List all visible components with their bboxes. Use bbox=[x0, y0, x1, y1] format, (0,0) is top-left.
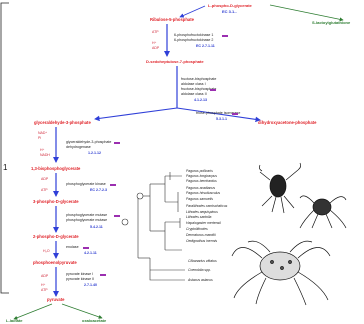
taxon-label: Dermaturus mandtii bbox=[186, 233, 216, 237]
metabolite-pyruvate: pyruvate bbox=[47, 297, 65, 302]
enzyme-e5-ec: EC 2.7.2.3 bbox=[90, 188, 107, 192]
taxon-label: Clibanarius vittatus bbox=[188, 259, 217, 263]
enzyme-e5-marker bbox=[110, 184, 116, 186]
cofactor-atp-1: ATP bbox=[152, 30, 159, 34]
cofactor-nadh-4: NADH bbox=[40, 153, 50, 157]
enzyme-e7-marker bbox=[83, 247, 89, 249]
taxon-label: Pagurus acadianus bbox=[186, 186, 215, 190]
taxon-label: Lithodes aequispinus bbox=[186, 210, 218, 214]
cofactor-atp-5: ATP bbox=[41, 188, 48, 192]
metabolite-lactate: L-lactate bbox=[6, 318, 23, 323]
left-bracket bbox=[0, 2, 9, 294]
enzyme-e2-marker bbox=[210, 89, 216, 91]
metabolite-ribulose5p: Ribulose-5-phosphate bbox=[150, 17, 195, 22]
enzyme-e1-line1: 6-phosphofructokinase 1 bbox=[174, 33, 213, 37]
hermit-crab-illustration bbox=[258, 162, 302, 214]
arrow-top-right bbox=[269, 4, 344, 22]
enzyme-e2-line4: aldolase class II bbox=[181, 92, 207, 96]
enzyme-e1-marker bbox=[222, 35, 228, 37]
enzyme-e3-ec: 5.3.1.1 bbox=[216, 117, 227, 121]
arrow-branch-right bbox=[61, 303, 103, 319]
enzyme-e3: triose-phosphate isomerase bbox=[196, 111, 240, 115]
metabolite-lactoylglutathione: S-lactoylglutathione bbox=[312, 20, 351, 25]
enzyme-e6-marker bbox=[114, 215, 120, 217]
taxon-label: Pagurus longicarpus bbox=[186, 174, 217, 178]
taxon-label: Pagurus samuelis bbox=[186, 197, 213, 201]
enzyme-e8-line1: pyruvate kinase I bbox=[66, 272, 93, 276]
enzyme-e2-line3: fructose-bisphosphate bbox=[181, 87, 216, 91]
cofactor-h2o-7: H₂O bbox=[43, 249, 50, 253]
taxon-label: Cryptolithodes bbox=[186, 227, 208, 231]
metabolite-bpg13: 1,3-bisphosphoglycerate bbox=[31, 166, 81, 171]
arrow-top-left bbox=[179, 5, 206, 18]
taxon-label: Oedignathus inermis bbox=[186, 239, 217, 243]
enzyme-e4-ec: 1.2.1.12 bbox=[88, 151, 101, 155]
metabolite-pep: phosphoenolpyruvate bbox=[33, 260, 77, 265]
phylogeny-tree bbox=[137, 172, 185, 281]
enzyme-e6-ec: 5.4.2.11 bbox=[90, 225, 103, 229]
taxon-label: Pagurus hirsutiusculus bbox=[186, 191, 220, 195]
enzyme-e4-line2: dehydrogenase bbox=[66, 145, 91, 149]
cofactor-atp-8: ATP bbox=[41, 288, 48, 292]
cofactor-adp-5: ADP bbox=[41, 177, 49, 181]
enzyme-e6-line2: phosphoglycerate mutase bbox=[66, 218, 107, 222]
cofactor-h-4: H⁺ bbox=[40, 148, 45, 152]
enzyme-e7: enolase bbox=[66, 245, 79, 249]
taxon-label: Hapalogaster mertensii bbox=[186, 221, 221, 225]
enzyme-e8-line2: pyruvate kinase II bbox=[66, 277, 94, 281]
node-marker-b bbox=[121, 218, 129, 226]
arrow-split-right bbox=[176, 107, 261, 123]
enzyme-e3-marker bbox=[232, 113, 238, 115]
enzyme-e2-ec: 4.1.2.13 bbox=[194, 98, 207, 102]
enzyme-e2-line1: fructose-bisphosphate bbox=[181, 77, 216, 81]
inset-background bbox=[123, 166, 364, 312]
ec-top: EC 3.1.- bbox=[222, 9, 237, 14]
taxon-label: Pagurus pollicaris bbox=[186, 169, 213, 173]
enzyme-e4-line1: glyceraldehyde-3-phosphate bbox=[66, 140, 111, 144]
enzyme-e4-marker bbox=[114, 142, 120, 144]
cofactor-pi-4: Pi bbox=[38, 136, 41, 140]
enzyme-e5: phosphoglycerate kinase bbox=[66, 182, 106, 186]
metabolite-dhap: dihydroxyacetone-phosphate bbox=[258, 120, 317, 125]
cofactor-adp-8: ADP bbox=[41, 274, 49, 278]
metabolite-pg2: 2-phospho-D-glycerate bbox=[33, 234, 79, 239]
node-marker-a bbox=[136, 192, 144, 200]
enzyme-e8-ec: 2.7.1.40 bbox=[84, 283, 97, 287]
metabolite-top: L-phospho-D-glycerate bbox=[208, 3, 253, 8]
taxon-label: Lithodes santolla bbox=[186, 215, 212, 219]
cofactor-adp-1: ADP bbox=[152, 46, 160, 50]
metabolite-oxaloacetate: oxaloacetate bbox=[82, 318, 107, 323]
cofactor-h-8: H⁺ bbox=[41, 283, 46, 287]
phylogeny-inset: Pagurus pollicaris Pagurus longicarpus P… bbox=[121, 162, 364, 312]
cofactor-h-1: H⁺ bbox=[152, 41, 157, 45]
arrow-branch-left bbox=[13, 303, 53, 320]
metabolite-g3p: glyceraldehyde-3-phosphate bbox=[34, 120, 91, 125]
metabolite-pg3: 3-phospho-D-glycerate bbox=[33, 199, 79, 204]
arrow-split-left bbox=[94, 107, 178, 122]
cofactor-nad-4: NAD⁺ bbox=[38, 131, 47, 135]
taxon-label: Astacus astacus bbox=[187, 278, 213, 282]
enzyme-e2-line2: aldolase class I bbox=[181, 82, 206, 86]
enzyme-e1-line2: 6-phosphofructokinase 2 bbox=[174, 38, 213, 42]
king-crab-illustration bbox=[299, 195, 347, 229]
taxon-label: Coenobita spp. bbox=[188, 268, 211, 272]
enzyme-e6-line1: phosphoglycerate mutase bbox=[66, 213, 107, 217]
enzyme-e1-ec: EC 2.7.1.11 bbox=[196, 44, 215, 48]
spider-crab-illustration bbox=[231, 240, 331, 306]
taxon-label: Pagurus bernhardus bbox=[186, 179, 217, 183]
metabolite-sedoheptulose: D-sedoheptulose-7-phosphate bbox=[146, 59, 204, 64]
taxon-label: Paralithodes camtschaticus bbox=[186, 204, 228, 208]
enzyme-e8-marker bbox=[100, 274, 106, 276]
bracket-label: 1 bbox=[3, 163, 8, 172]
enzyme-e7-ec: 4.2.1.11 bbox=[84, 251, 97, 255]
